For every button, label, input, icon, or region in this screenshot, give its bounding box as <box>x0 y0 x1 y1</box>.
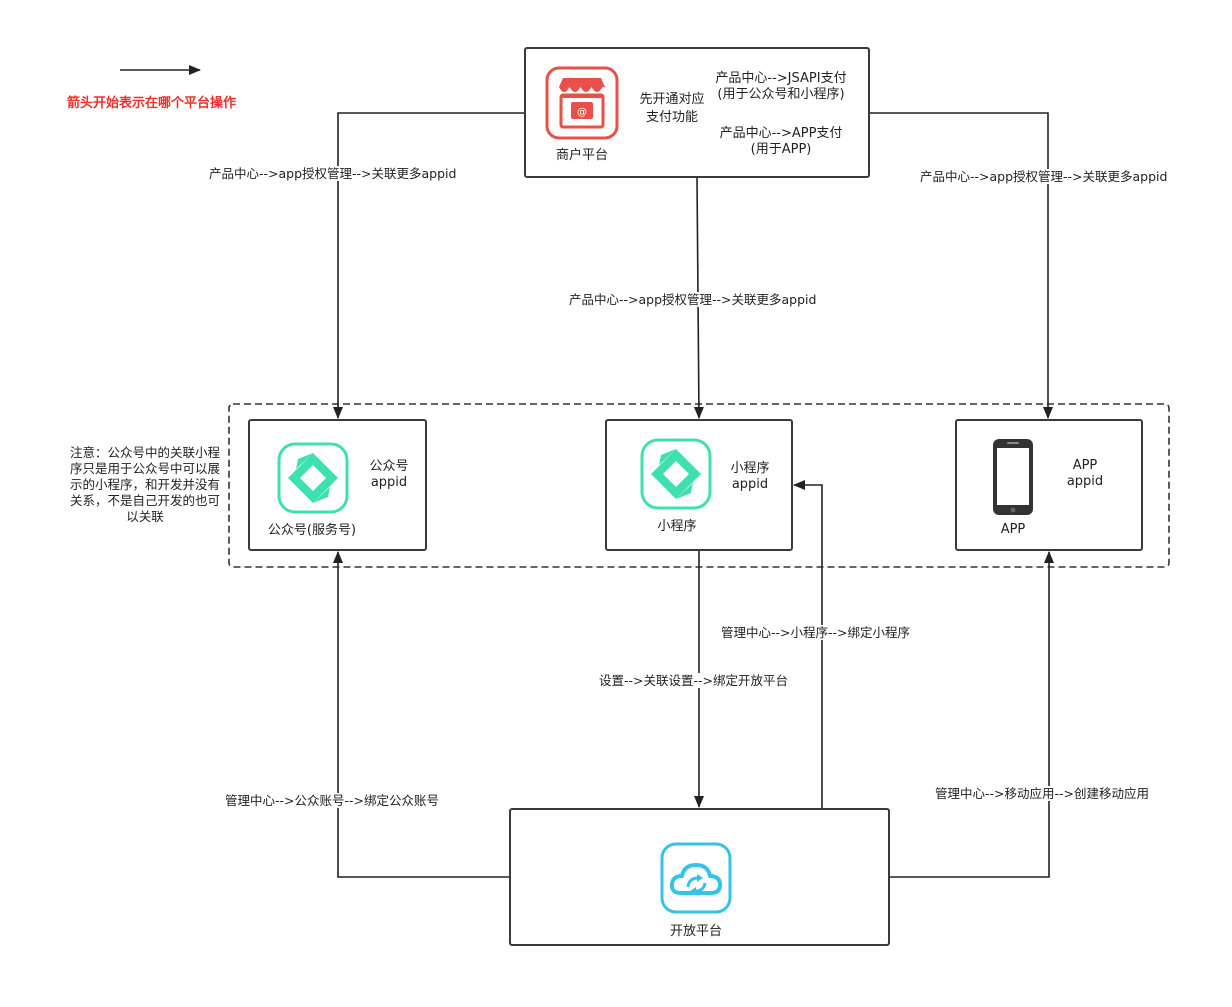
edge-label-merchant-to-app: 产品中心-->app授权管理-->关联更多appid <box>918 169 1170 184</box>
app-appid-line1: APP <box>1072 458 1098 473</box>
edge-open-to-app <box>889 551 1054 878</box>
merchant-platform-node[interactable]: @ 商户平台 先开通对应 支付功能 产品中心-->JSAPI支付 (用于公众号和… <box>524 47 870 178</box>
svg-text:@: @ <box>577 107 587 118</box>
official-account-icon <box>276 441 350 519</box>
app-label: APP <box>1000 522 1026 537</box>
legend-text: 箭头开始表示在哪个平台操作 <box>67 96 237 111</box>
edge-label-open-to-mini: 管理中心-->小程序-->绑定小程序 <box>719 625 912 640</box>
edge-merchant-to-app <box>869 112 1053 419</box>
mini-program-appid-line1: 小程序 <box>730 461 770 476</box>
association-note: 注意：公众号中的关联小程序只是用于公众号中可以展示的小程序，和开发并没有关系，不… <box>69 445 220 524</box>
phone-icon <box>991 437 1035 521</box>
edge-label-merchant-to-mini: 产品中心-->app授权管理-->关联更多appid <box>567 292 819 307</box>
merchant-jsapi-line1: 产品中心-->JSAPI支付 <box>715 71 847 86</box>
app-node[interactable]: APP appid APP <box>955 419 1143 551</box>
edge-merchant-to-official <box>333 112 525 419</box>
mini-program-node[interactable]: 小程序 appid 小程序 <box>605 419 793 551</box>
official-account-label: 公众号(服务号) <box>267 523 357 538</box>
edge-open-to-official <box>333 551 510 878</box>
merchant-label: 商户平台 <box>555 148 608 163</box>
mini-program-icon <box>639 437 713 515</box>
edge-open-to-mini <box>793 480 823 809</box>
official-account-node[interactable]: 公众号 appid 公众号(服务号) <box>248 419 427 551</box>
merchant-enable-text: 先开通对应 支付功能 <box>639 92 705 125</box>
app-appid-line2: appid <box>1066 474 1104 489</box>
shop-icon: @ <box>544 65 620 145</box>
official-account-appid-line1: 公众号 <box>369 459 409 474</box>
mini-program-appid-line2: appid <box>731 477 769 492</box>
edge-label-mini-to-open: 设置-->关联设置-->绑定开放平台 <box>597 673 790 688</box>
open-platform-label: 开放平台 <box>669 924 722 939</box>
mini-program-label: 小程序 <box>657 519 697 534</box>
edge-label-open-to-app: 管理中心-->移动应用-->创建移动应用 <box>933 786 1151 801</box>
open-platform-node[interactable]: 开放平台 <box>509 808 890 946</box>
merchant-app-line2: (用于APP) <box>750 142 812 157</box>
merchant-jsapi-line2: (用于公众号和小程序) <box>717 87 845 102</box>
edge-label-open-to-official: 管理中心-->公众账号-->绑定公众账号 <box>223 793 441 808</box>
edge-label-merchant-to-official: 产品中心-->app授权管理-->关联更多appid <box>207 166 459 181</box>
merchant-app-line1: 产品中心-->APP支付 <box>719 126 843 141</box>
cloud-sync-icon <box>659 841 733 919</box>
official-account-appid-line2: appid <box>370 475 408 490</box>
